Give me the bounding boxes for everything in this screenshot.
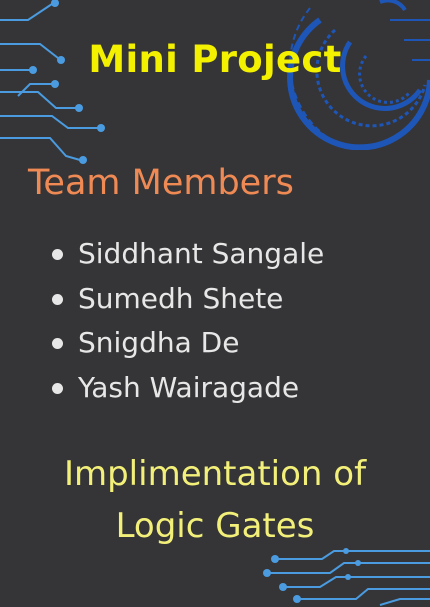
member-name: Snigdha De <box>78 326 240 359</box>
team-members-heading: Team Members <box>28 163 294 203</box>
member-name: Sumedh Shete <box>78 281 284 315</box>
concentric-rings-decoration <box>287 0 430 150</box>
list-item: Snigdha De <box>52 321 324 366</box>
bullet-icon <box>52 382 63 394</box>
bullet-icon <box>52 338 63 349</box>
poster-title: Mini Project <box>88 38 342 81</box>
subtitle-line-1: Implimentation of <box>63 454 367 494</box>
project-subtitle: Implimentation of Logic Gates <box>0 448 430 552</box>
list-item: Yash Wairagade <box>52 366 324 411</box>
bullet-icon <box>52 293 63 305</box>
circuit-lines-decoration-bottom <box>263 548 430 606</box>
bullet-icon <box>52 249 63 260</box>
list-item: Siddhant Sangale <box>52 232 324 277</box>
member-name: Yash Wairagade <box>78 370 300 404</box>
subtitle-line-2: Logic Gates <box>115 506 315 546</box>
team-member-list: Siddhant Sangale Sumedh Shete Snigdha De… <box>52 232 324 410</box>
circuit-lines-decoration <box>0 0 105 164</box>
list-item: Sumedh Shete <box>52 277 324 322</box>
member-name: Siddhant Sangale <box>78 237 325 270</box>
